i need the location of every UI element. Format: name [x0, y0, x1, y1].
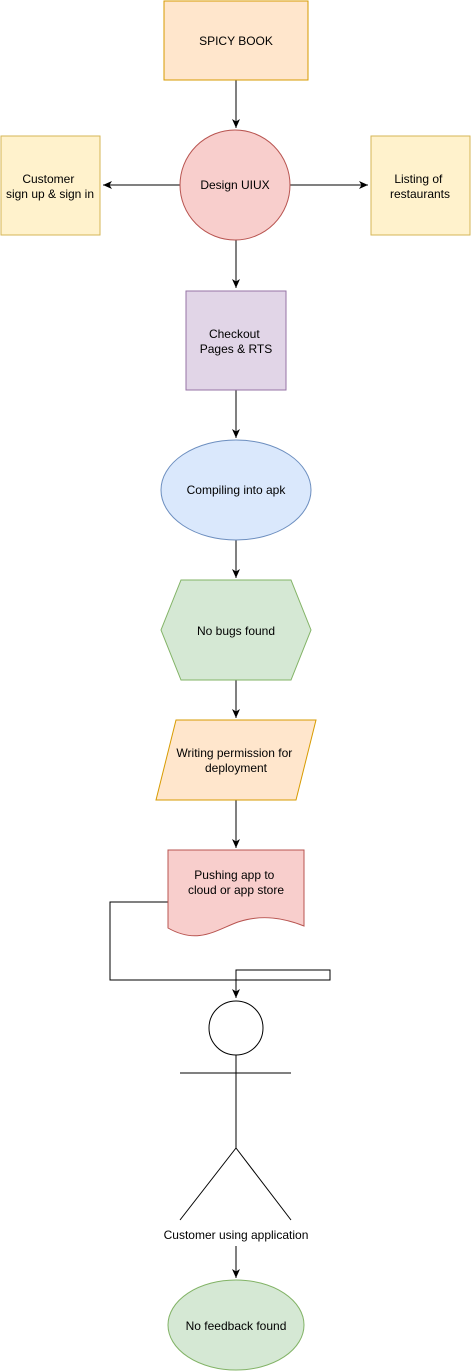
- node-writing-permission[interactable]: Writing permission for deployment: [155, 719, 317, 801]
- node-spicy-book[interactable]: SPICY BOOK: [163, 0, 309, 81]
- node-design-uiux[interactable]: Design UIUX: [179, 129, 291, 241]
- node-compiling-shape: [160, 439, 312, 541]
- edge-pushing-to-actor: [109, 901, 331, 998]
- node-customer-signup-line2: sign up & sign in: [6, 187, 94, 201]
- node-customer-signup[interactable]: Customer sign up & sign in: [0, 135, 101, 236]
- node-design-uiux-label: Design UIUX: [200, 178, 269, 192]
- actor-icon: [179, 1000, 292, 1221]
- node-no-bugs[interactable]: No bugs found: [160, 579, 312, 681]
- node-listing-restaurants-line1: Listing of: [394, 172, 443, 186]
- node-checkout-label: Checkout Pages & RTS: [200, 327, 272, 356]
- node-no-feedback-label: No feedback found: [186, 1319, 287, 1333]
- connectors: [103, 80, 368, 1278]
- node-customer-signup-shape: [0, 135, 101, 236]
- node-pushing-app-shape: [167, 849, 305, 937]
- node-writing-permission-label: Writing permission for deployment: [176, 746, 295, 775]
- node-pushing-app[interactable]: Pushing app to cloud or app store: [167, 849, 305, 937]
- node-design-uiux-shape: [179, 129, 291, 241]
- node-checkout[interactable]: Checkout Pages & RTS: [185, 290, 287, 391]
- node-spicy-book-label: SPICY BOOK: [199, 34, 273, 48]
- actor-left-leg: [179, 1147, 237, 1221]
- node-listing-restaurants[interactable]: Listing of restaurants: [370, 135, 471, 236]
- node-customer-actor-label: Customer using application: [164, 1228, 309, 1242]
- node-pushing-app-line1: Pushing app to: [194, 868, 274, 882]
- node-spicy-book-shape: [163, 0, 309, 81]
- node-checkout-line2: Pages & RTS: [200, 342, 272, 356]
- node-listing-restaurants-shape: [370, 135, 471, 236]
- actor-right-leg: [235, 1147, 292, 1221]
- node-listing-restaurants-line2: restaurants: [390, 187, 450, 201]
- actor-head: [208, 1000, 264, 1056]
- node-listing-restaurants-label: Listing of restaurants: [390, 172, 450, 201]
- node-customer-actor[interactable]: Customer using application: [164, 1000, 309, 1242]
- node-no-bugs-label: No bugs found: [197, 624, 275, 638]
- node-compiling-label: Compiling into apk: [187, 483, 287, 497]
- node-writing-permission-line2: deployment: [205, 761, 268, 775]
- node-customer-signup-line1: Customer: [22, 172, 74, 186]
- node-writing-permission-line1: Writing permission for: [176, 746, 292, 760]
- node-checkout-shape: [185, 290, 287, 391]
- node-no-feedback-shape: [167, 1279, 305, 1371]
- node-no-feedback[interactable]: No feedback found: [167, 1279, 305, 1371]
- node-compiling[interactable]: Compiling into apk: [160, 439, 312, 541]
- node-pushing-app-line2: cloud or app store: [188, 883, 284, 897]
- node-customer-signup-label: Customer sign up & sign in: [6, 172, 94, 201]
- node-pushing-app-label: Pushing app to cloud or app store: [188, 868, 284, 897]
- node-no-bugs-shape: [160, 579, 312, 681]
- node-writing-permission-shape: [155, 719, 317, 801]
- node-checkout-line1: Checkout: [209, 327, 260, 341]
